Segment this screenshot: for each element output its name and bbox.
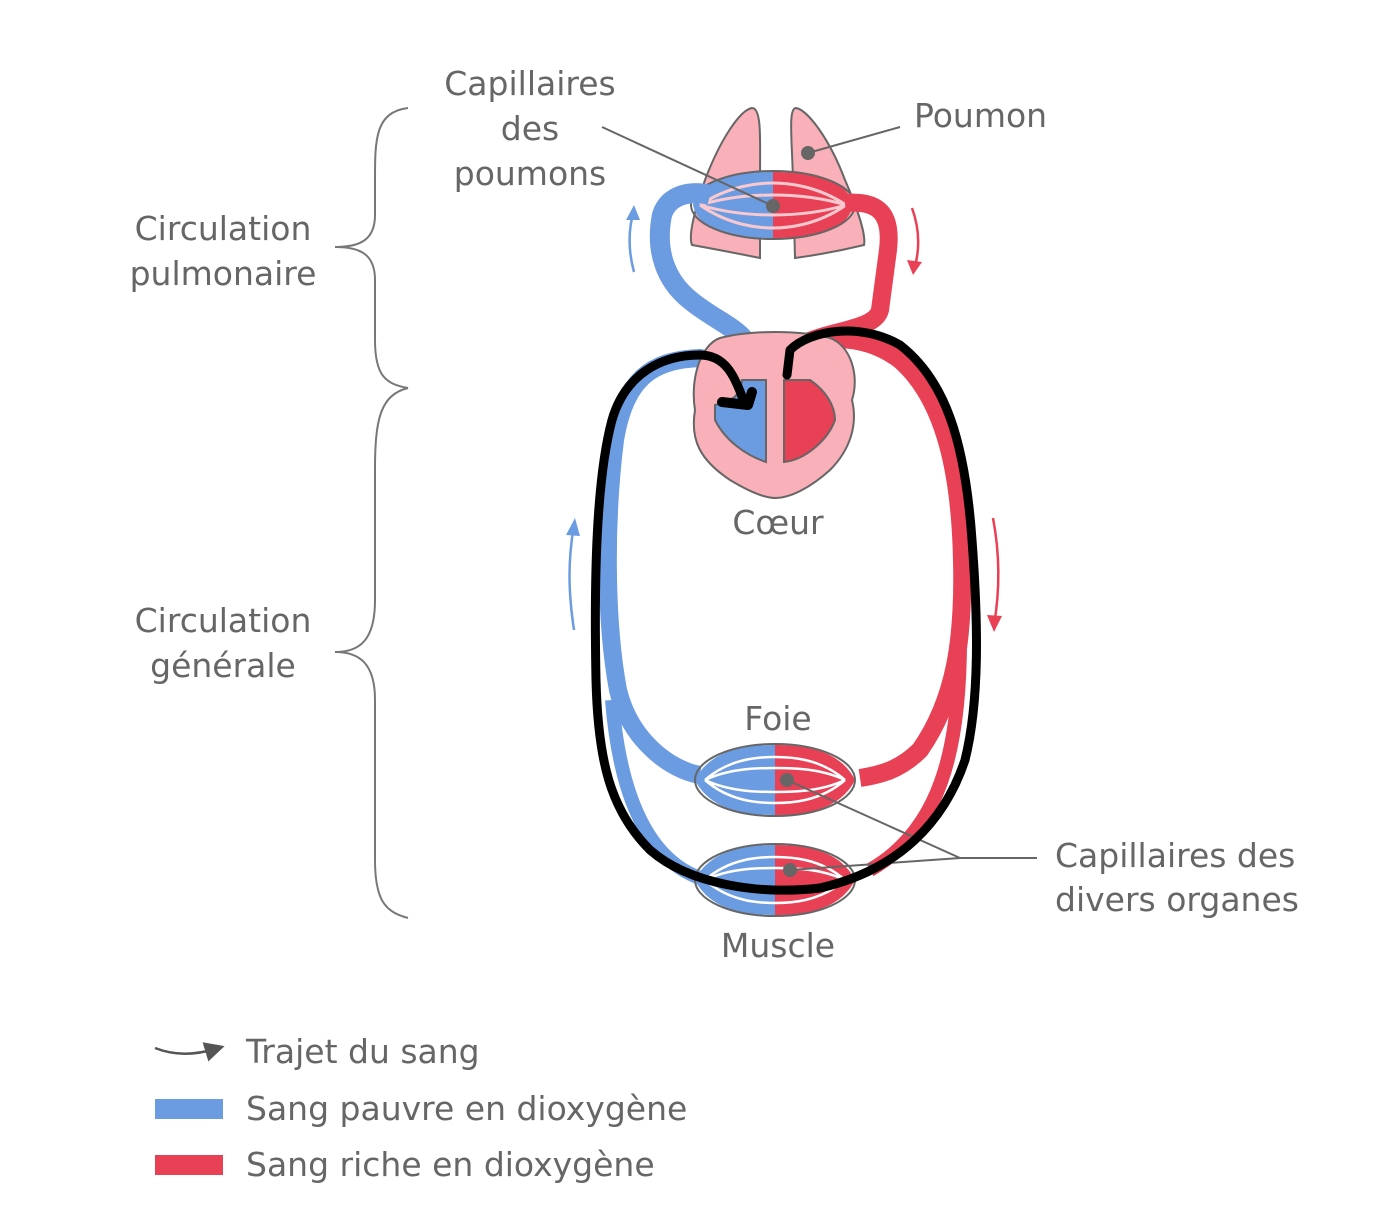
hand-drawn-blood-path: [590, 326, 981, 895]
muscle-capillaries: [694, 843, 856, 917]
label-coeur: Cœur: [732, 503, 824, 542]
arrow-down-icon: [910, 207, 920, 271]
legend-label-pauvre: Sang pauvre en dioxygène: [246, 1089, 687, 1128]
arrow-head: [907, 260, 922, 275]
pulmonary-artery: [649, 183, 762, 465]
legend-swatch-blue: [155, 1099, 223, 1119]
legend-label-riche: Sang riche en dioxygène: [246, 1145, 655, 1184]
leader-lines: [601, 126, 1037, 877]
arrow-head: [566, 518, 580, 536]
legend-label-trajet: Trajet du sang: [245, 1032, 480, 1071]
hand-drawn-arrowhead: [717, 387, 757, 410]
label-muscle: Muscle: [721, 926, 835, 965]
legend-swatch-red: [155, 1155, 223, 1175]
brace-generale: [334, 387, 409, 919]
arrow-down-icon: [991, 517, 1000, 626]
brace-pulmonaire: [334, 107, 409, 389]
arrow-head: [987, 615, 1002, 632]
arrow-icon: [154, 1042, 225, 1062]
liver-capillaries: [694, 743, 856, 817]
arrow-up-icon: [568, 524, 576, 631]
legend: Trajet du sang Sang pauvre en dioxygène …: [154, 1032, 687, 1184]
arrow-head: [626, 205, 640, 220]
label-foie: Foie: [744, 699, 811, 738]
aorta: [787, 330, 972, 787]
label-poumon: Poumon: [914, 96, 1047, 135]
